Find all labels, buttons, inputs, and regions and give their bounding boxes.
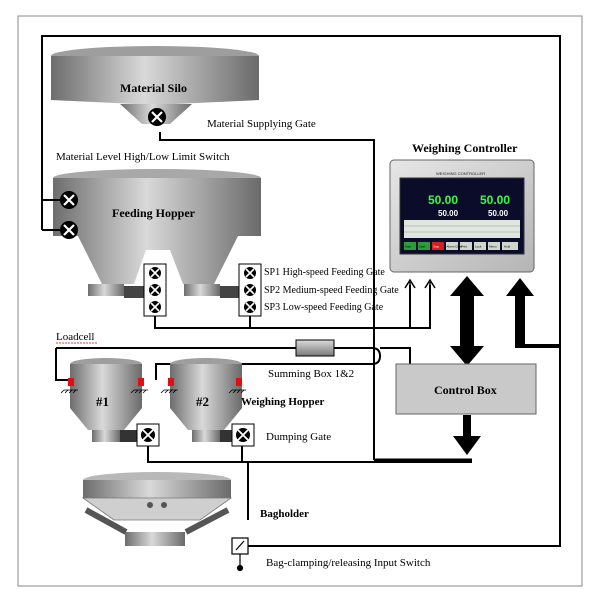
btn-print[interactable] (460, 242, 472, 250)
level-low-switch-icon (60, 221, 78, 239)
btn-auto-label: Auto (405, 245, 412, 249)
btn-menu[interactable] (488, 242, 500, 250)
control-box-label: Control Box (434, 383, 497, 397)
btn-alarm-clear-label: Alarm Clear (447, 245, 463, 249)
feeding-hopper (53, 169, 261, 296)
btn-alarm-clear[interactable] (446, 242, 458, 250)
sp1-label: SP1 High-speed Feeding Gate (264, 267, 385, 278)
controller-buttons: Auto Start Stop Alarm Clear Print Lock M… (404, 242, 518, 250)
summing-box (295, 339, 335, 357)
weighing-hopper-label: Weighing Hopper (241, 396, 325, 408)
btn-print-label: Print (461, 245, 467, 249)
btn-stop[interactable] (432, 242, 444, 250)
btn-auto[interactable] (404, 242, 416, 250)
feeding-gate-left (124, 263, 167, 317)
sp3-label: SP3 Low-speed Feeding Gate (264, 302, 384, 313)
right-weight-value: 50.00 (480, 193, 510, 207)
right-setpoint-value: 50.00 (488, 209, 509, 218)
level-switch-wiring (42, 199, 60, 231)
hopper-1-label: #1 (96, 394, 109, 409)
btn-hold-label: Hold (504, 245, 511, 249)
bagholder (81, 472, 233, 546)
controller-controlbox-link (450, 276, 484, 366)
controller-screen: 50.00 50.00 50.00 50.00 (404, 193, 520, 238)
bag-switch-label: Bag-clamping/releasing Input Switch (266, 557, 431, 569)
weighing-hopper-2 (160, 358, 246, 442)
btn-lock-label: Lock (475, 245, 482, 249)
weighing-controller-label: Weighing Controller (412, 141, 518, 155)
level-switch-label: Material Level High/Low Limit Switch (56, 151, 230, 163)
level-high-switch-icon (60, 191, 78, 209)
controlbox-output-arrow (453, 415, 481, 455)
controller-header: WEIGHING CONTROLLER (436, 171, 485, 176)
material-silo-label: Material Silo (120, 81, 187, 95)
bag-switch-icon (231, 537, 249, 572)
feeding-hopper-label: Feeding Hopper (112, 206, 196, 220)
sp2-label: SP2 Medium-speed Feeding Gate (264, 285, 399, 296)
material-supplying-gate-icon (148, 108, 166, 126)
material-supplying-gate-label: Material Supplying Gate (207, 118, 316, 130)
left-setpoint-value: 50.00 (438, 209, 459, 218)
btn-start-label: Start (419, 245, 426, 249)
weighing-hopper-1 (60, 358, 148, 442)
btn-stop-label: Stop (433, 245, 440, 249)
dumping-gate-1 (120, 423, 160, 447)
btn-menu-label: Menu (489, 245, 497, 249)
loadcell-label: Loadcell (56, 331, 94, 343)
btn-hold[interactable] (502, 242, 518, 250)
summing-box-label: Summing Box 1&2 (268, 368, 354, 380)
bagholder-label: Bagholder (260, 508, 309, 520)
controller-input-arrows (404, 278, 436, 328)
weighing-controller (389, 159, 535, 273)
btn-lock[interactable] (474, 242, 486, 250)
left-weight-value: 50.00 (428, 193, 458, 207)
btn-start[interactable] (418, 242, 430, 250)
right-up-arrow (506, 278, 534, 348)
feeding-gate-right (220, 263, 262, 317)
dumping-gate-label: Dumping Gate (266, 431, 331, 443)
control-box (395, 363, 537, 415)
hopper-2-label: #2 (196, 394, 209, 409)
diagram-frame (17, 15, 583, 587)
dumping-gate-2 (220, 423, 255, 447)
